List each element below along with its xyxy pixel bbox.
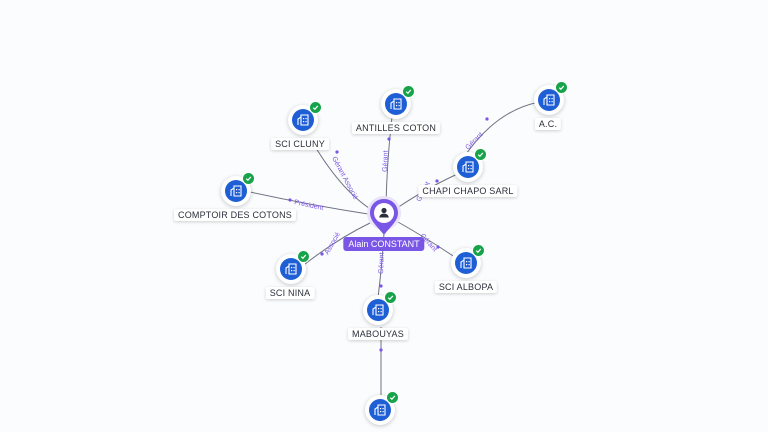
building-icon (367, 299, 389, 321)
building-icon (538, 89, 560, 111)
edge-ac (461, 101, 541, 161)
check-badge-icon (384, 291, 397, 304)
company-label-sci-cluny[interactable]: SCI CLUNY (271, 138, 329, 150)
edge-comptoir (249, 191, 369, 215)
company-node-sci-cluny[interactable] (288, 101, 322, 135)
check-badge-icon (402, 85, 415, 98)
building-icon (455, 252, 477, 274)
check-badge-icon (472, 244, 485, 257)
center-person-node[interactable] (366, 195, 402, 237)
company-label-comptoir-des-cotons[interactable]: COMPTOIR DES COTONS (174, 209, 296, 221)
building-icon (280, 258, 302, 280)
edge-sci-nina (299, 222, 371, 269)
company-label-ac[interactable]: A.C. (534, 118, 562, 130)
company-label-antilles-coton[interactable]: ANTILLES COTON (351, 122, 441, 134)
check-badge-icon (386, 391, 399, 404)
person-icon (379, 207, 389, 218)
company-label-sci-albopa[interactable]: SCI ALBOPA (434, 281, 498, 293)
company-label-sci-nina[interactable]: SCI NINA (265, 287, 315, 299)
building-icon (369, 399, 391, 421)
edge-label-sci-nina: Associé (324, 231, 342, 256)
company-label-chapi-chapo-sarl[interactable]: CHAPI CHAPO SARL (418, 185, 518, 197)
building-icon (292, 109, 314, 131)
building-icon (457, 156, 479, 178)
check-badge-icon (242, 172, 255, 185)
edge-label-sci-cluny: Gérant Associé (330, 156, 359, 201)
location-pin-icon (367, 196, 401, 235)
company-label-mabouyas[interactable]: MABOUYAS (348, 328, 408, 340)
check-badge-icon (309, 101, 322, 114)
building-icon (385, 93, 407, 115)
company-node-antilles-coton[interactable] (381, 85, 415, 119)
company-node-comptoir-des-cotons[interactable] (221, 172, 255, 206)
check-badge-icon (474, 148, 487, 161)
company-node-sci-albopa[interactable] (451, 244, 485, 278)
company-node-ac[interactable] (534, 81, 568, 115)
edge-label-mabouyas: Gérant (378, 252, 386, 274)
check-badge-icon (555, 81, 568, 94)
building-icon (225, 180, 247, 202)
company-node-mabouyas[interactable] (363, 291, 397, 325)
edge-label-antilles-coton: Gérant (382, 150, 390, 172)
check-badge-icon (297, 250, 310, 263)
edge-label-comptoir: Président (294, 199, 324, 212)
company-node-bottom[interactable] (365, 391, 399, 425)
company-node-sci-nina[interactable] (276, 250, 310, 284)
company-node-chapi-chapo-sarl[interactable] (453, 148, 487, 182)
center-person-label[interactable]: Alain CONSTANT (343, 237, 425, 251)
